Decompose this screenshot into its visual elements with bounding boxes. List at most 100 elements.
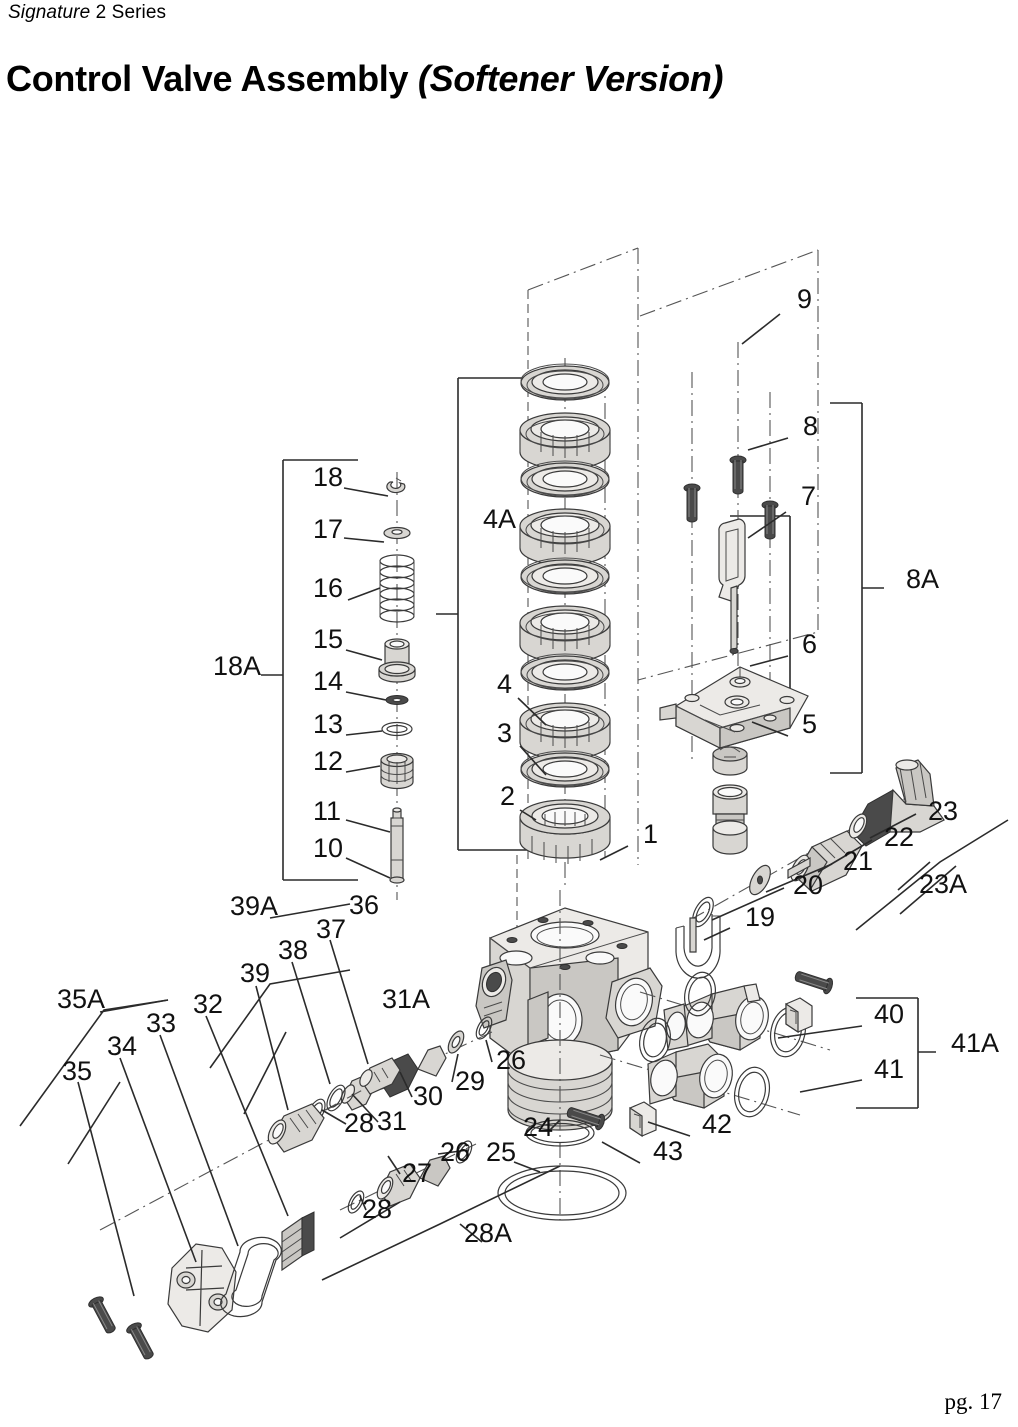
part-7-mounting-plate [659,666,809,749]
callout-39a: 39A [230,891,278,921]
callout-40: 40 [874,999,904,1029]
callout-28-b: 28 [362,1194,392,1224]
callout-13: 13 [313,709,343,739]
adapter-assembly-41a [564,967,835,1138]
header-series-label: Signature 2 Series [8,2,166,24]
part-8-lever [718,518,746,654]
callout-2: 2 [500,781,515,811]
series-suffix: 2 Series [90,2,167,23]
part-25-oring [497,1165,627,1221]
callout-31: 31 [377,1106,407,1136]
callout-18a: 18A [213,651,261,681]
part-13-oring [381,721,413,737]
valve-body-item-1 [475,890,663,1220]
page-title: Control Valve Assembly (Softener Version… [6,58,724,100]
part-33-gasket [220,1236,282,1318]
callout-28a: 28A [464,1218,512,1248]
callout-39: 39 [240,958,270,988]
callout-18: 18 [313,462,343,492]
callout-numbers: 1 2 3 4 4A 5 6 7 8 8A 9 10 11 12 13 14 1… [57,284,999,1248]
callout-26-b: 26 [440,1137,470,1167]
group-bracket-4a [436,377,543,851]
callout-4a: 4A [483,504,516,534]
part-34-brine-cover [167,1243,237,1333]
part-17-washer [383,526,411,540]
end-spacer-item2 [519,799,611,864]
part-23-elbow-fitting [848,759,945,847]
callout-33: 33 [146,1008,176,1038]
callout-42: 42 [702,1109,732,1139]
callout-23: 23 [928,796,958,826]
callout-24: 24 [523,1112,553,1142]
callout-10: 10 [313,833,343,863]
callout-21: 21 [843,846,873,876]
callout-30: 30 [413,1081,443,1111]
group-bracket-8a [830,402,884,774]
part-38-injector-nozzle [267,1103,325,1153]
seal-spacer-stack [519,358,611,890]
page-number: pg. 17 [944,1389,1003,1414]
callout-1: 1 [643,819,658,849]
callout-4: 4 [497,669,512,699]
drain-line-train-28a [339,1140,477,1214]
piston-rod-column-18a [378,472,416,900]
page-title-main: Control Valve Assembly [6,58,418,99]
callout-25: 25 [486,1137,516,1167]
callout-16: 16 [313,573,343,603]
page-title-subtitle: (Softener Version) [417,58,724,99]
callout-38: 38 [278,935,308,965]
callout-28-a: 28 [344,1108,374,1138]
part-21-seal-washer [749,864,771,896]
part-40-adapter-lower [647,1043,733,1109]
callout-35: 35 [62,1056,92,1086]
callout-35a: 35A [57,984,105,1014]
part-5-piston-bushing [712,784,748,855]
callout-12: 12 [313,746,343,776]
part-11-10-piston-rod [389,807,405,884]
callout-36: 36 [349,890,379,920]
part-26-oring-a [475,1016,493,1040]
callout-3: 3 [497,718,512,748]
callout-20: 20 [793,870,823,900]
callout-7: 7 [801,481,816,511]
callout-15: 15 [313,624,343,654]
callout-41a: 41A [951,1028,999,1058]
callout-9: 9 [797,284,812,314]
callout-34: 34 [107,1031,137,1061]
group-bracket-41a [856,997,936,1109]
callout-8a: 8A [906,564,939,594]
part-19-retaining-clip [675,914,721,979]
callout-5: 5 [802,709,817,739]
injector-fittings-23a [675,759,945,979]
callout-19: 19 [745,902,775,932]
leader-lines [19,313,1009,1297]
part-42-clips [629,997,813,1138]
control-valve-exploded-diagram: 1 2 3 4 4A 5 6 7 8 8A 9 10 11 12 13 14 1… [0,120,1018,1380]
part-22-injector-nut [787,830,863,892]
part-14-washer [385,695,409,705]
upper-bracket-assembly-8a [659,342,809,855]
part-36-injector-insert [359,1057,401,1095]
callout-37: 37 [316,914,346,944]
callout-32: 32 [193,989,223,1019]
brine-injector-train [86,1057,401,1363]
part-18-retaining-clip [386,477,406,494]
base-orings [497,1119,627,1221]
part-6-cap [712,745,748,776]
callout-8: 8 [803,411,818,441]
part-35-screws [86,1294,158,1363]
callout-11: 11 [313,796,341,826]
callout-22: 22 [884,822,914,852]
part-29-washer [447,1030,465,1054]
callout-14: 14 [313,666,343,696]
series-brand: Signature [8,2,91,23]
part-37-oring [326,1084,346,1112]
callout-41: 41 [874,1054,904,1084]
part-41-orings [639,971,807,1118]
part-32-screen [281,1211,315,1272]
callout-23a: 23A [919,869,967,899]
callout-6: 6 [802,629,817,659]
callout-43: 43 [653,1136,683,1166]
part-28-oring-b [347,1190,365,1214]
callout-27: 27 [402,1158,432,1188]
